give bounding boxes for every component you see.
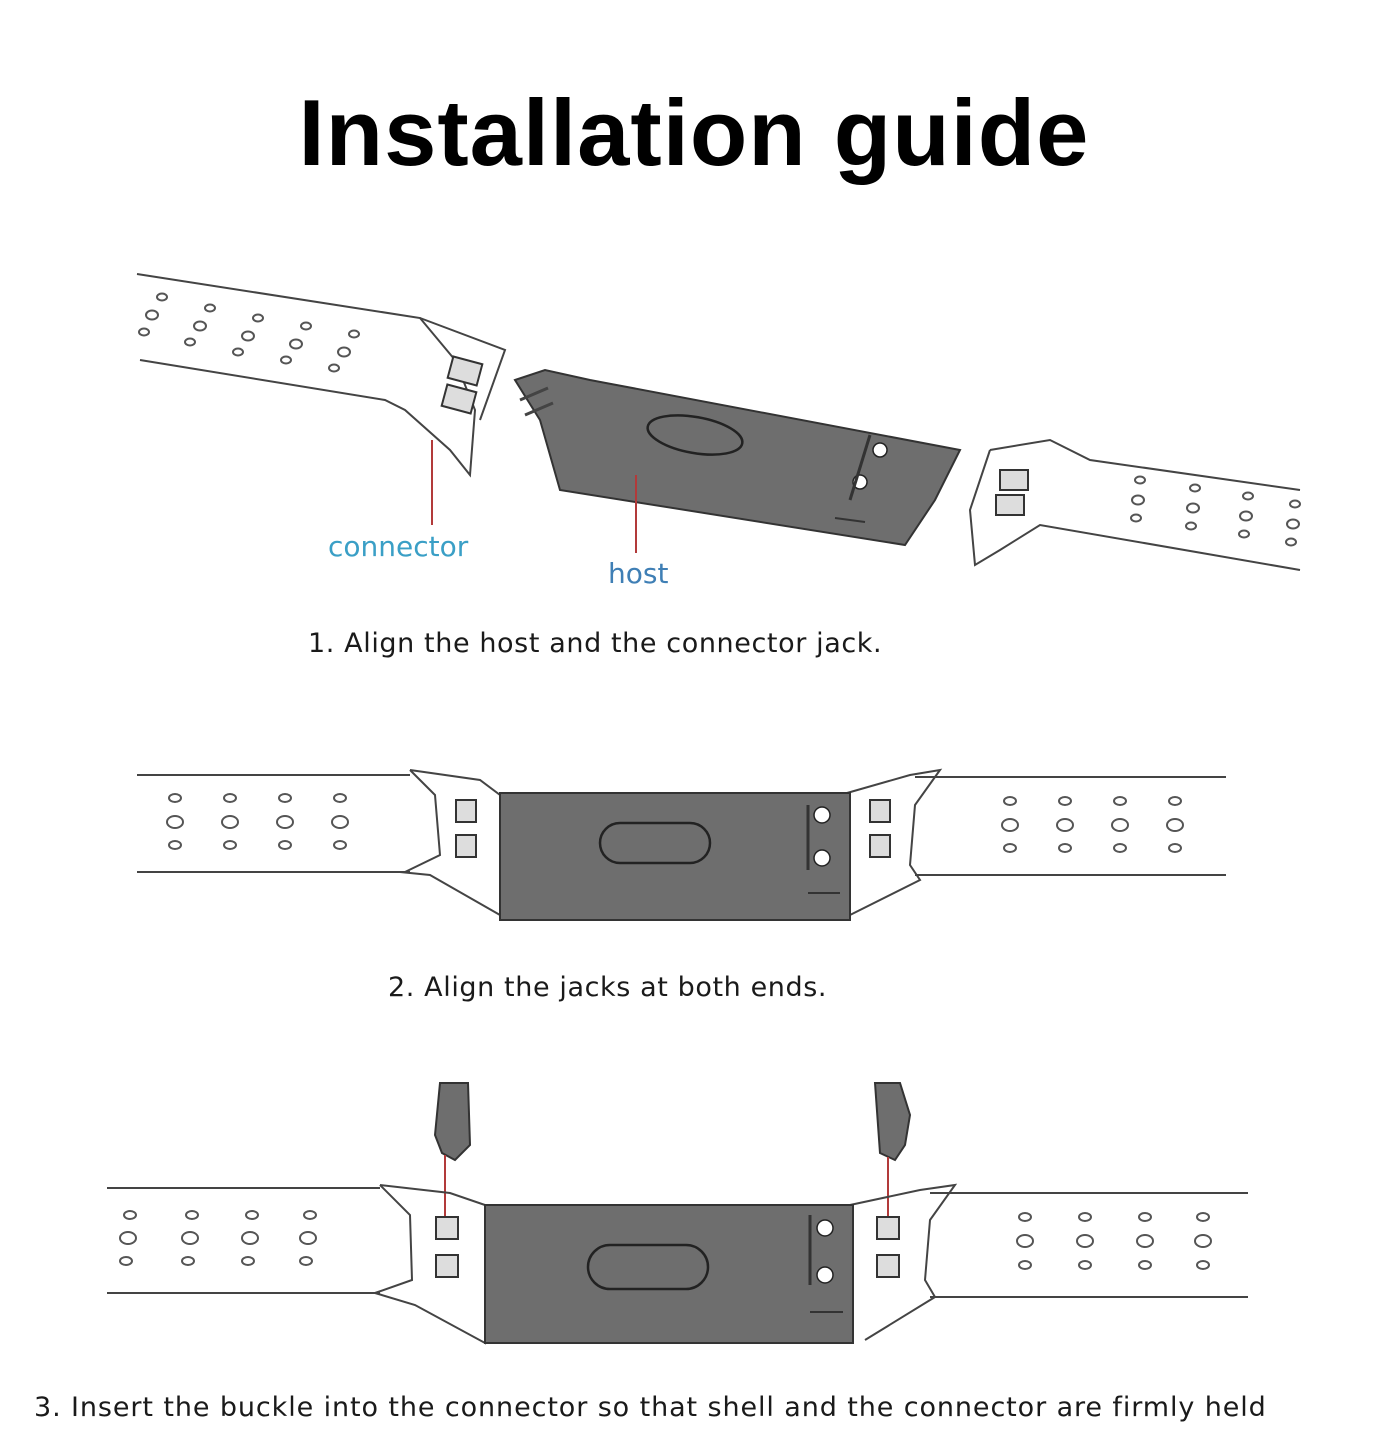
step1-illustration <box>136 273 1301 571</box>
step2-right-jacks <box>869 799 891 858</box>
step3-left-holes <box>119 1210 317 1266</box>
right-buckle <box>873 1082 912 1162</box>
step2-caption: 2. Align the jacks at both ends. <box>388 972 828 1003</box>
left-buckle <box>433 1082 472 1162</box>
step3-right-jacks <box>876 1216 900 1278</box>
right-connector-jacks <box>995 469 1029 516</box>
step3-illustration <box>107 1082 1248 1345</box>
step3-right-holes <box>1016 1212 1212 1270</box>
left-strap-holes <box>138 292 360 373</box>
step3-host <box>484 1204 854 1344</box>
right-strap <box>968 438 1301 571</box>
host-label: host <box>608 557 669 590</box>
host-device <box>513 368 962 547</box>
step1-caption: 1. Align the host and the connector jack… <box>308 628 883 659</box>
right-strap-holes <box>1130 475 1301 547</box>
step2-right-holes <box>1001 796 1184 853</box>
step3-caption: 3. Insert the buckle into the connector … <box>34 1392 1267 1423</box>
left-connector-jacks <box>440 355 484 415</box>
left-strap <box>136 273 507 478</box>
page-title: Installation guide <box>298 80 1090 185</box>
step2-left-jacks <box>455 799 477 858</box>
step2-illustration <box>137 768 1226 921</box>
step2-host <box>499 792 851 921</box>
connector-label: connector <box>328 530 469 563</box>
step2-left-holes <box>166 793 349 850</box>
step3-left-jacks <box>435 1216 459 1278</box>
